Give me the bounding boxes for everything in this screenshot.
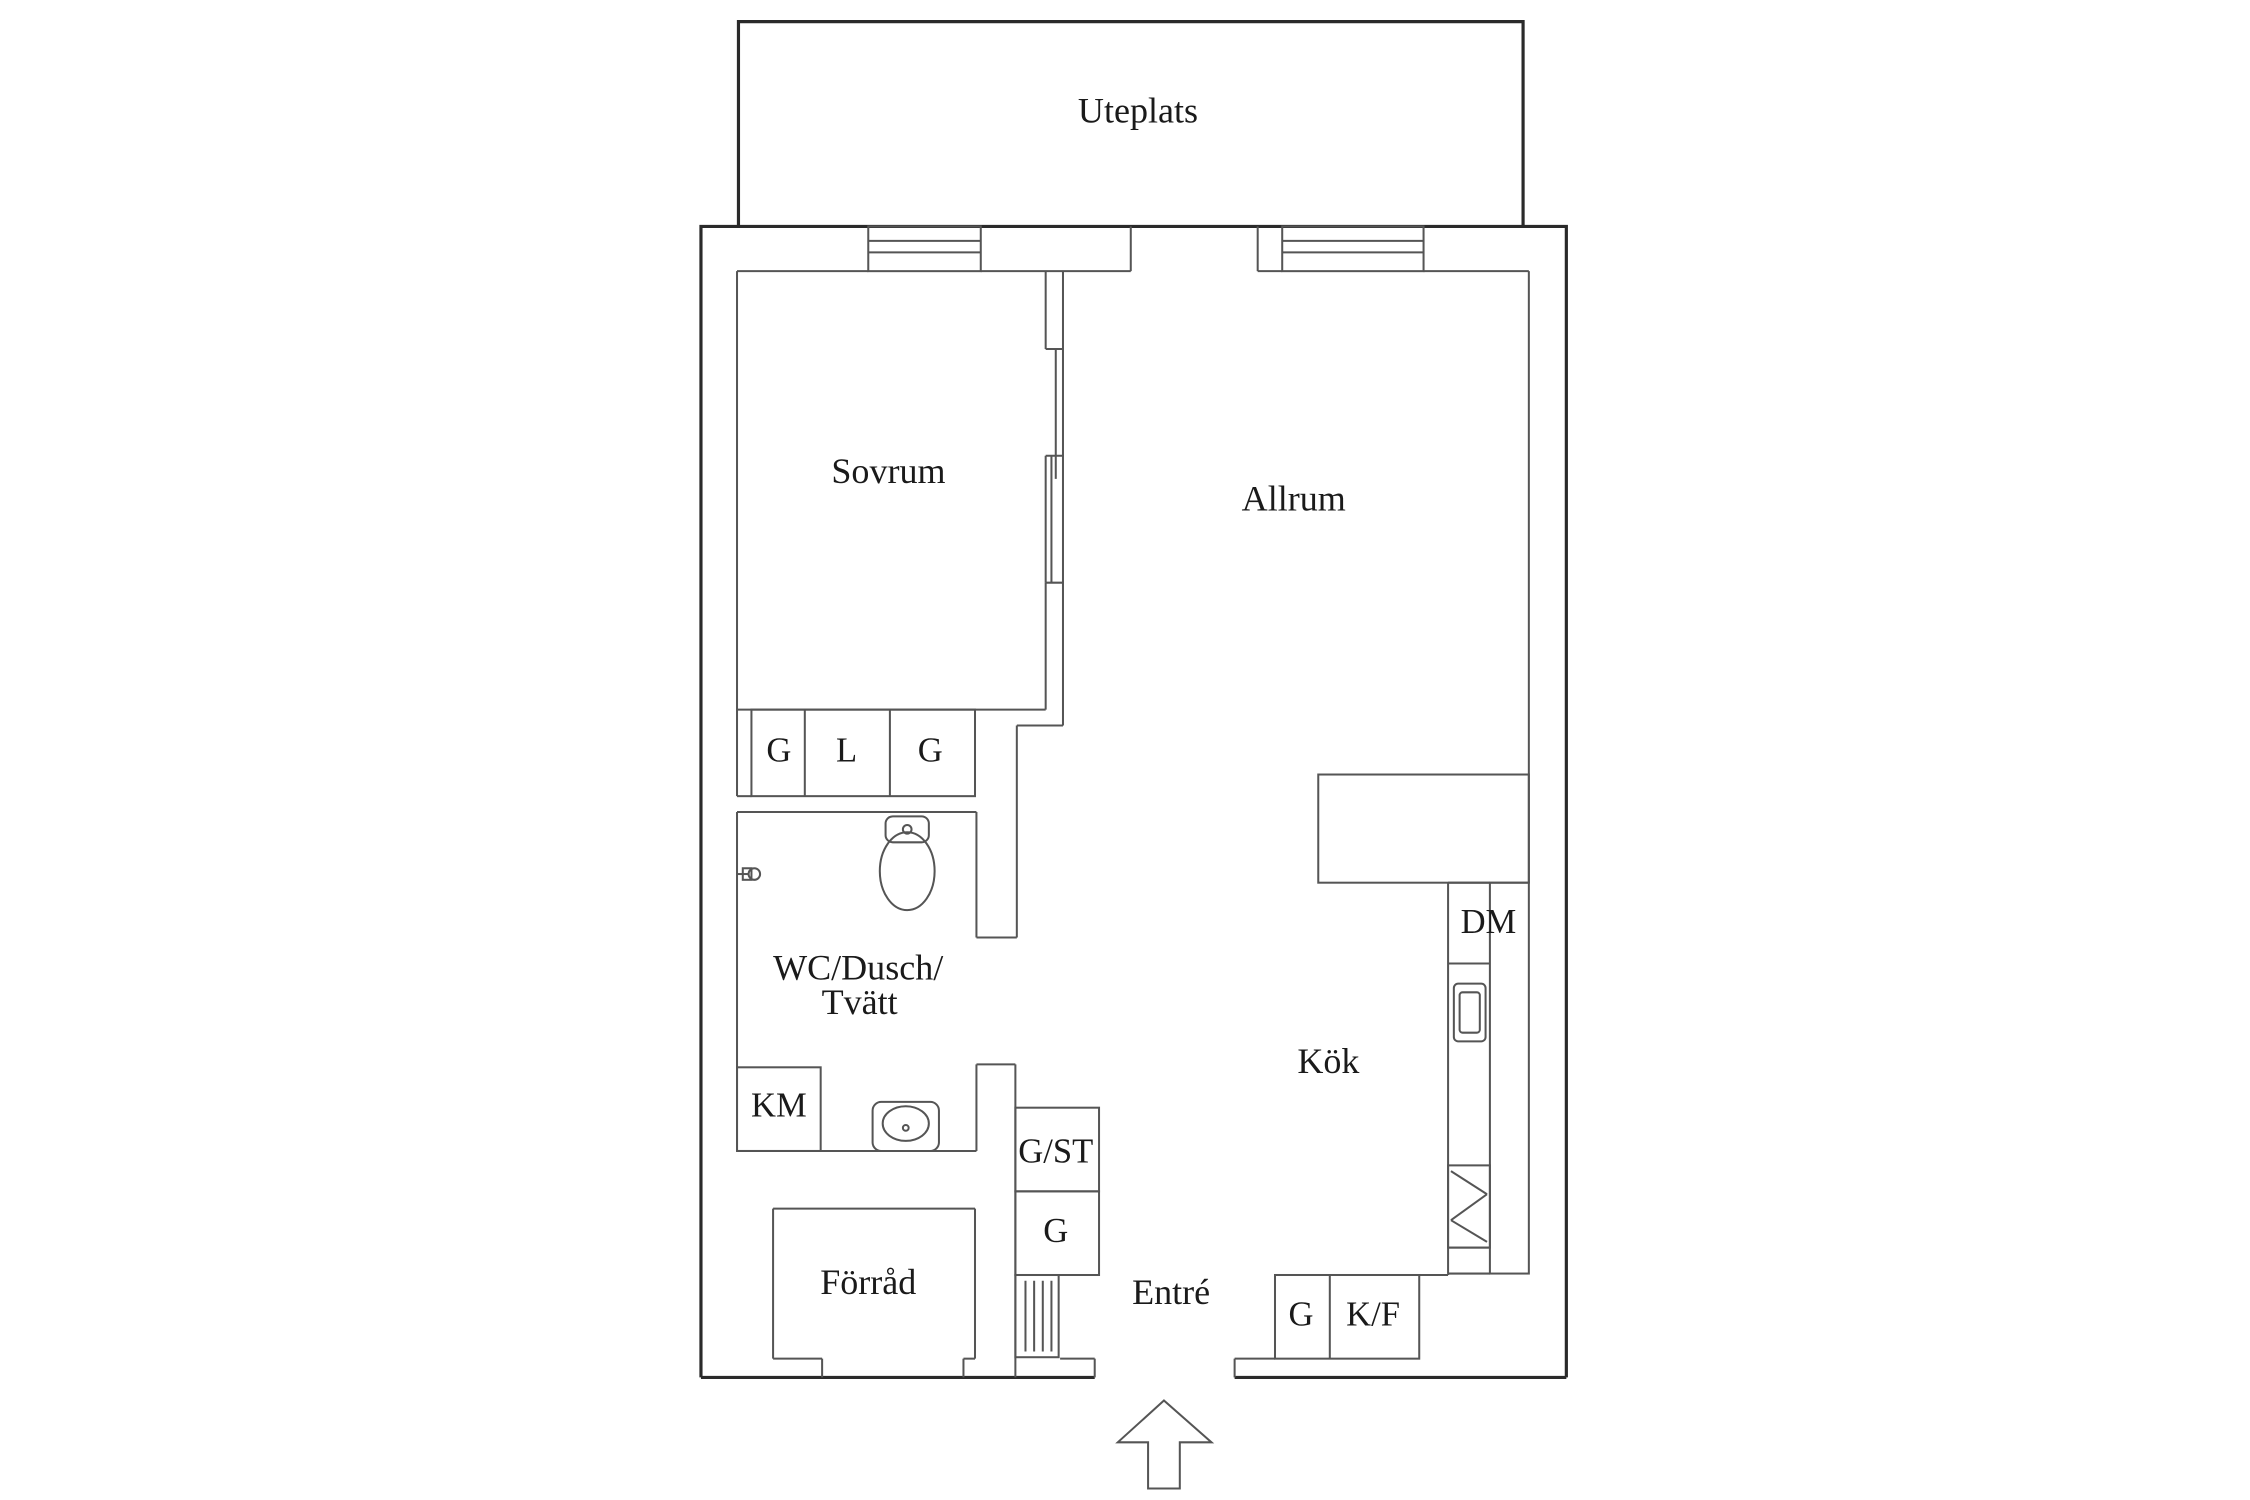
sink-icon [871,1100,940,1152]
shower-icon [737,867,762,881]
washing-machine-label-km: KM [751,1086,807,1124]
entrance-arrow-icon [1115,1399,1215,1490]
inner-top-walls [737,226,1530,883]
toilet-icon [878,815,936,912]
radiator-icon [1014,1273,1060,1359]
room-label-wc-line1: WC/Dusch/ [773,947,944,987]
outer-walls [699,224,1568,1379]
room-label-wc-line2: Tvätt [822,982,898,1022]
closet-label-g3: G [1043,1212,1068,1250]
window-right [1281,225,1425,273]
room-label-forrad: Förråd [820,1262,916,1302]
entrance-walls [1060,1357,1275,1378]
room-label-allrum: Allrum [1242,479,1346,519]
kitchen-counter [1447,881,1530,1275]
wardrobe-label-l: L [836,732,857,770]
room-label-kok: Kök [1297,1041,1360,1081]
room-label-uteplats: Uteplats [1078,91,1198,131]
wardrobe-label-g2: G [918,732,943,770]
closet-label-g4: G [1288,1295,1313,1333]
kitchen-closets [1273,1273,1450,1360]
terrace [736,20,1525,227]
bedroom-walls [736,271,1064,939]
kitchen-island [1317,773,1530,884]
kitchen-sink-icon [1452,982,1487,1043]
window-left [867,225,982,273]
dishwasher-label-dm: DM [1461,903,1517,941]
room-label-entre: Entré [1132,1272,1210,1312]
storage-walls [772,1207,977,1378]
room-label-sovrum: Sovrum [831,451,945,491]
stove-icon [1447,1164,1491,1249]
closet-label-gst: G/ST [1018,1133,1093,1171]
wardrobe-label-g1: G [766,732,791,770]
fridge-freezer-label-kf: K/F [1346,1295,1400,1333]
bedroom-wardrobes [737,708,977,798]
